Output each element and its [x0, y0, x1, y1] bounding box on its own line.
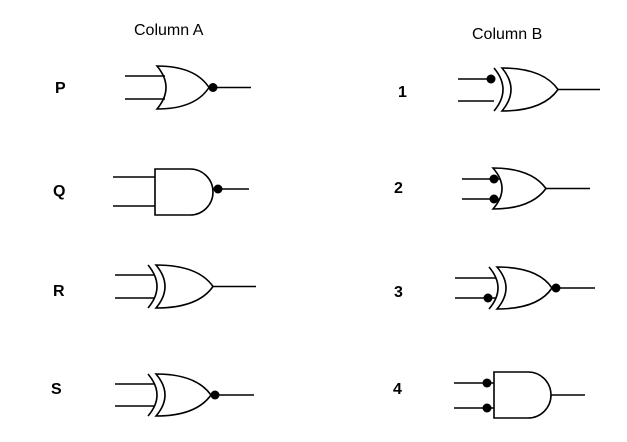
label-r: R [53, 283, 65, 300]
label-4: 4 [393, 381, 402, 398]
nand-gate-icon [113, 168, 249, 216]
label-p: P [55, 80, 66, 97]
column-b-heading: Column B [472, 26, 543, 43]
label-q: Q [53, 183, 66, 200]
xnor-gate-one-inverted-input-icon [455, 266, 595, 310]
xnor-gate-icon [115, 373, 254, 417]
label-1: 1 [398, 84, 407, 101]
and-gate-inverted-inputs-icon [454, 371, 585, 419]
nor-gate-icon [125, 65, 251, 110]
label-s: S [51, 381, 62, 398]
label-2: 2 [394, 180, 403, 197]
xor-gate-icon [115, 264, 256, 309]
or-gate-inverted-inputs-icon [462, 167, 590, 210]
xor-gate-one-inverted-input-icon [458, 67, 600, 112]
label-3: 3 [394, 284, 403, 301]
column-a-heading: Column A [134, 22, 204, 39]
